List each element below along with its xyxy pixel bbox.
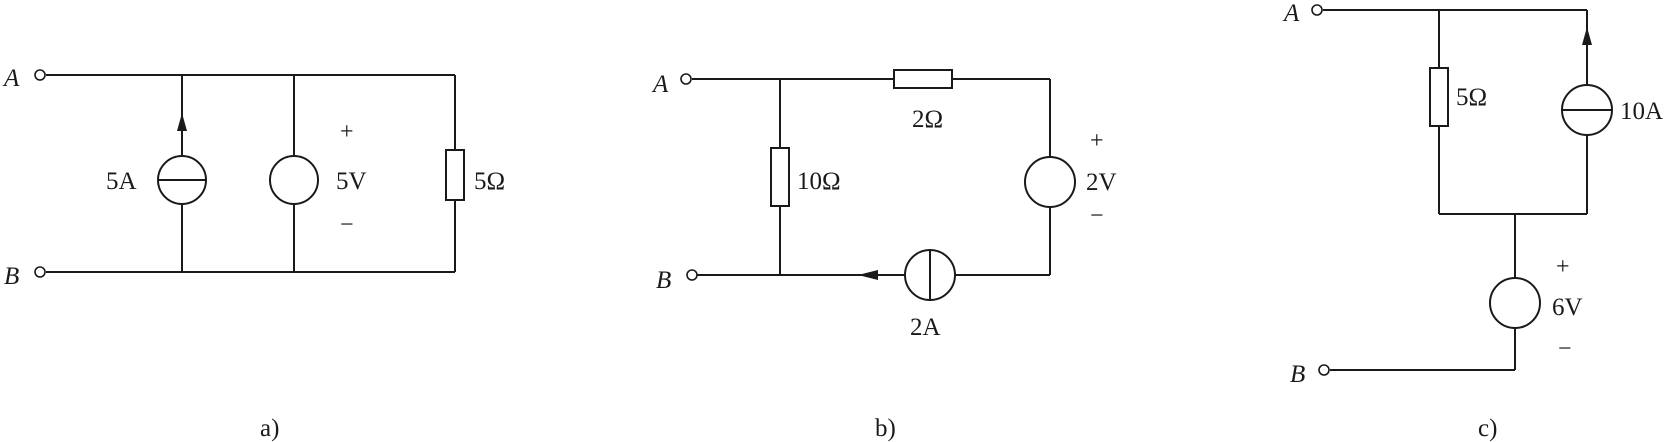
circuit-c-resistor xyxy=(1429,67,1449,127)
circuit-a-plus-sign: + xyxy=(340,119,354,145)
circuit-c-voltage-source-label: 6V xyxy=(1552,294,1583,321)
circuit-b: A B 10Ω 2Ω + 2V − 2A b) xyxy=(651,69,1117,442)
circuit-b-current-source-label: 2A xyxy=(910,314,941,341)
circuit-a-resistor xyxy=(445,149,465,201)
circuit-c-minus-sign: − xyxy=(1558,336,1572,362)
circuit-b-minus-sign: − xyxy=(1090,203,1104,229)
circuit-c-voltage-source xyxy=(1489,277,1541,329)
circuit-b-wires xyxy=(692,78,1051,280)
circuit-c-node-b-label: B xyxy=(1290,361,1305,388)
circuit-a-caption: a) xyxy=(260,415,279,442)
circuit-a-current-source xyxy=(157,113,207,205)
circuit-c-plus-sign: + xyxy=(1556,254,1570,280)
circuit-c-wires xyxy=(1323,9,1592,371)
circuit-c: A B 5Ω 10A + 6V − c) xyxy=(1282,0,1663,442)
circuit-b-resistor-vertical-label: 10Ω xyxy=(797,168,841,195)
circuit-b-current-source xyxy=(904,249,956,301)
circuit-b-terminal-a xyxy=(680,73,692,85)
circuit-a-terminal-b xyxy=(34,266,46,278)
circuit-c-current-source-label: 10A xyxy=(1620,98,1663,125)
circuit-b-node-a-label: A xyxy=(651,71,669,98)
circuit-c-terminal-b xyxy=(1318,364,1330,376)
circuit-a-minus-sign: − xyxy=(340,212,354,238)
circuit-b-terminal-b xyxy=(686,269,698,281)
circuit-b-resistor-top xyxy=(893,69,953,89)
circuit-a-voltage-source xyxy=(269,155,319,205)
circuit-c-caption: c) xyxy=(1478,415,1497,442)
circuit-a: A B 5A + 5V − 5Ω a) xyxy=(2,65,505,442)
circuit-a-current-source-label: 5A xyxy=(106,168,137,195)
circuit-b-caption: b) xyxy=(875,415,896,442)
circuit-a-node-b-label: B xyxy=(4,263,19,290)
circuit-a-wires xyxy=(46,74,456,273)
circuit-c-terminal-a xyxy=(1311,4,1323,16)
circuit-b-resistor-top-label: 2Ω xyxy=(912,106,943,133)
circuit-a-voltage-source-label: 5V xyxy=(336,168,367,195)
circuit-c-current-source xyxy=(1561,84,1613,136)
circuit-c-resistor-label: 5Ω xyxy=(1456,84,1487,111)
circuit-a-node-a-label: A xyxy=(2,65,20,92)
circuit-a-terminal-a xyxy=(34,69,46,81)
circuit-b-voltage-source xyxy=(1024,156,1076,208)
circuit-b-voltage-source-label: 2V xyxy=(1086,169,1117,196)
circuit-a-resistor-label: 5Ω xyxy=(474,168,505,195)
circuit-b-plus-sign: + xyxy=(1090,128,1104,154)
circuit-c-node-a-label: A xyxy=(1282,0,1300,27)
circuit-b-resistor-vertical xyxy=(770,147,790,207)
circuit-b-node-b-label: B xyxy=(656,267,671,294)
